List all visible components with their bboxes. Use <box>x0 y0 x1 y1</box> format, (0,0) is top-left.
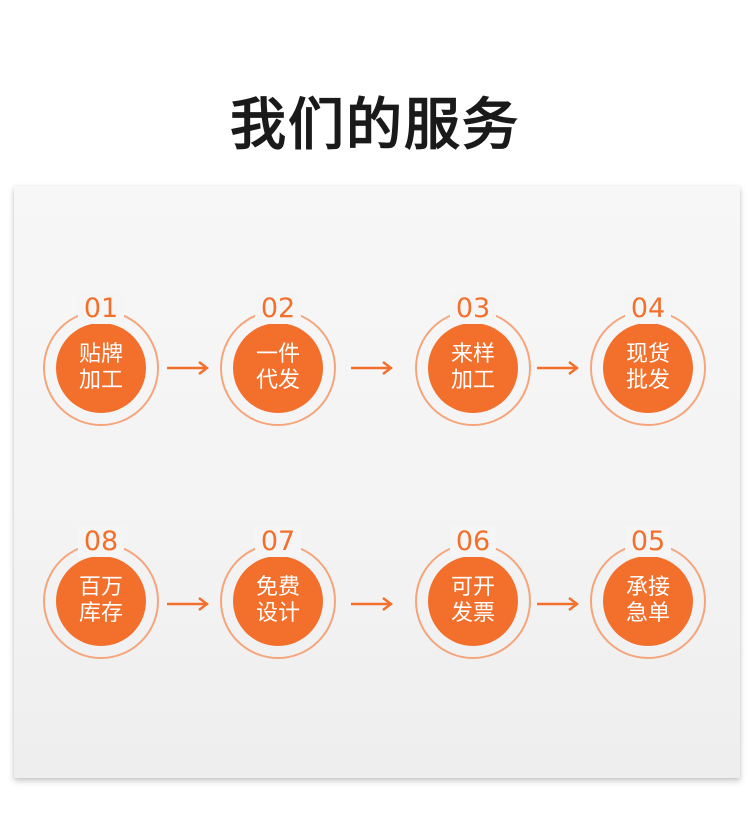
service-step-07: 免费 设计 07 <box>208 526 348 677</box>
step-number: 03 <box>403 293 543 324</box>
arrow-right-icon <box>167 597 209 611</box>
step-number-text: 02 <box>254 293 302 324</box>
step-label: 可开 发票 <box>443 575 503 627</box>
service-step-03: 来样 加工 03 <box>403 293 543 444</box>
step-label-line1: 承接 <box>625 575 670 600</box>
arrow-right-icon <box>167 361 209 375</box>
step-label: 贴牌 加工 <box>71 342 131 394</box>
arrow-right-icon <box>537 361 579 375</box>
step-label-line2: 发票 <box>450 601 495 626</box>
step-disc: 贴牌 加工 <box>56 323 146 413</box>
arrow-right-icon <box>351 597 393 611</box>
step-number: 08 <box>31 526 171 557</box>
step-number-text: 06 <box>449 526 497 557</box>
step-label-line1: 免费 <box>255 575 300 600</box>
step-number: 06 <box>403 526 543 557</box>
service-step-04: 现货 批发 04 <box>578 293 718 444</box>
service-step-08: 百万 库存 08 <box>31 526 171 677</box>
step-number: 07 <box>208 526 348 557</box>
step-disc: 一件 代发 <box>233 323 323 413</box>
service-step-06: 可开 发票 06 <box>403 526 543 677</box>
step-label: 免费 设计 <box>248 575 308 627</box>
services-panel: 贴牌 加工 01 一件 代发 02 来样 加工 03 <box>14 186 740 778</box>
step-number-text: 01 <box>77 293 125 324</box>
step-number-text: 03 <box>449 293 497 324</box>
step-label: 承接 急单 <box>618 575 678 627</box>
step-number-text: 08 <box>77 526 125 557</box>
step-label-line1: 贴牌 <box>78 342 123 367</box>
step-label-line2: 加工 <box>450 368 495 393</box>
service-step-05: 承接 急单 05 <box>578 526 718 677</box>
step-label-line2: 批发 <box>625 368 670 393</box>
arrow-right-icon <box>537 597 579 611</box>
step-disc: 承接 急单 <box>603 556 693 646</box>
step-label-line1: 百万 <box>78 575 123 600</box>
step-disc: 现货 批发 <box>603 323 693 413</box>
step-number-text: 04 <box>624 293 672 324</box>
step-number-text: 05 <box>624 526 672 557</box>
step-label-line1: 现货 <box>625 342 670 367</box>
step-label: 来样 加工 <box>443 342 503 394</box>
service-step-02: 一件 代发 02 <box>208 293 348 444</box>
service-step-01: 贴牌 加工 01 <box>31 293 171 444</box>
step-number: 04 <box>578 293 718 324</box>
step-disc: 百万 库存 <box>56 556 146 646</box>
step-label-line2: 加工 <box>78 368 123 393</box>
step-label-line2: 代发 <box>255 368 300 393</box>
step-label-line1: 可开 <box>450 575 495 600</box>
step-label-line2: 急单 <box>625 601 670 626</box>
step-disc: 免费 设计 <box>233 556 323 646</box>
step-disc: 来样 加工 <box>428 323 518 413</box>
step-number: 05 <box>578 526 718 557</box>
step-label-line2: 设计 <box>255 601 300 626</box>
step-label-line2: 库存 <box>78 601 123 626</box>
step-label: 一件 代发 <box>248 342 308 394</box>
step-number: 02 <box>208 293 348 324</box>
step-number: 01 <box>31 293 171 324</box>
step-label: 百万 库存 <box>71 575 131 627</box>
step-number-text: 07 <box>254 526 302 557</box>
step-label: 现货 批发 <box>618 342 678 394</box>
step-label-line1: 来样 <box>450 342 495 367</box>
step-disc: 可开 发票 <box>428 556 518 646</box>
step-label-line1: 一件 <box>255 342 300 367</box>
arrow-right-icon <box>351 361 393 375</box>
page-title: 我们的服务 <box>230 93 520 158</box>
